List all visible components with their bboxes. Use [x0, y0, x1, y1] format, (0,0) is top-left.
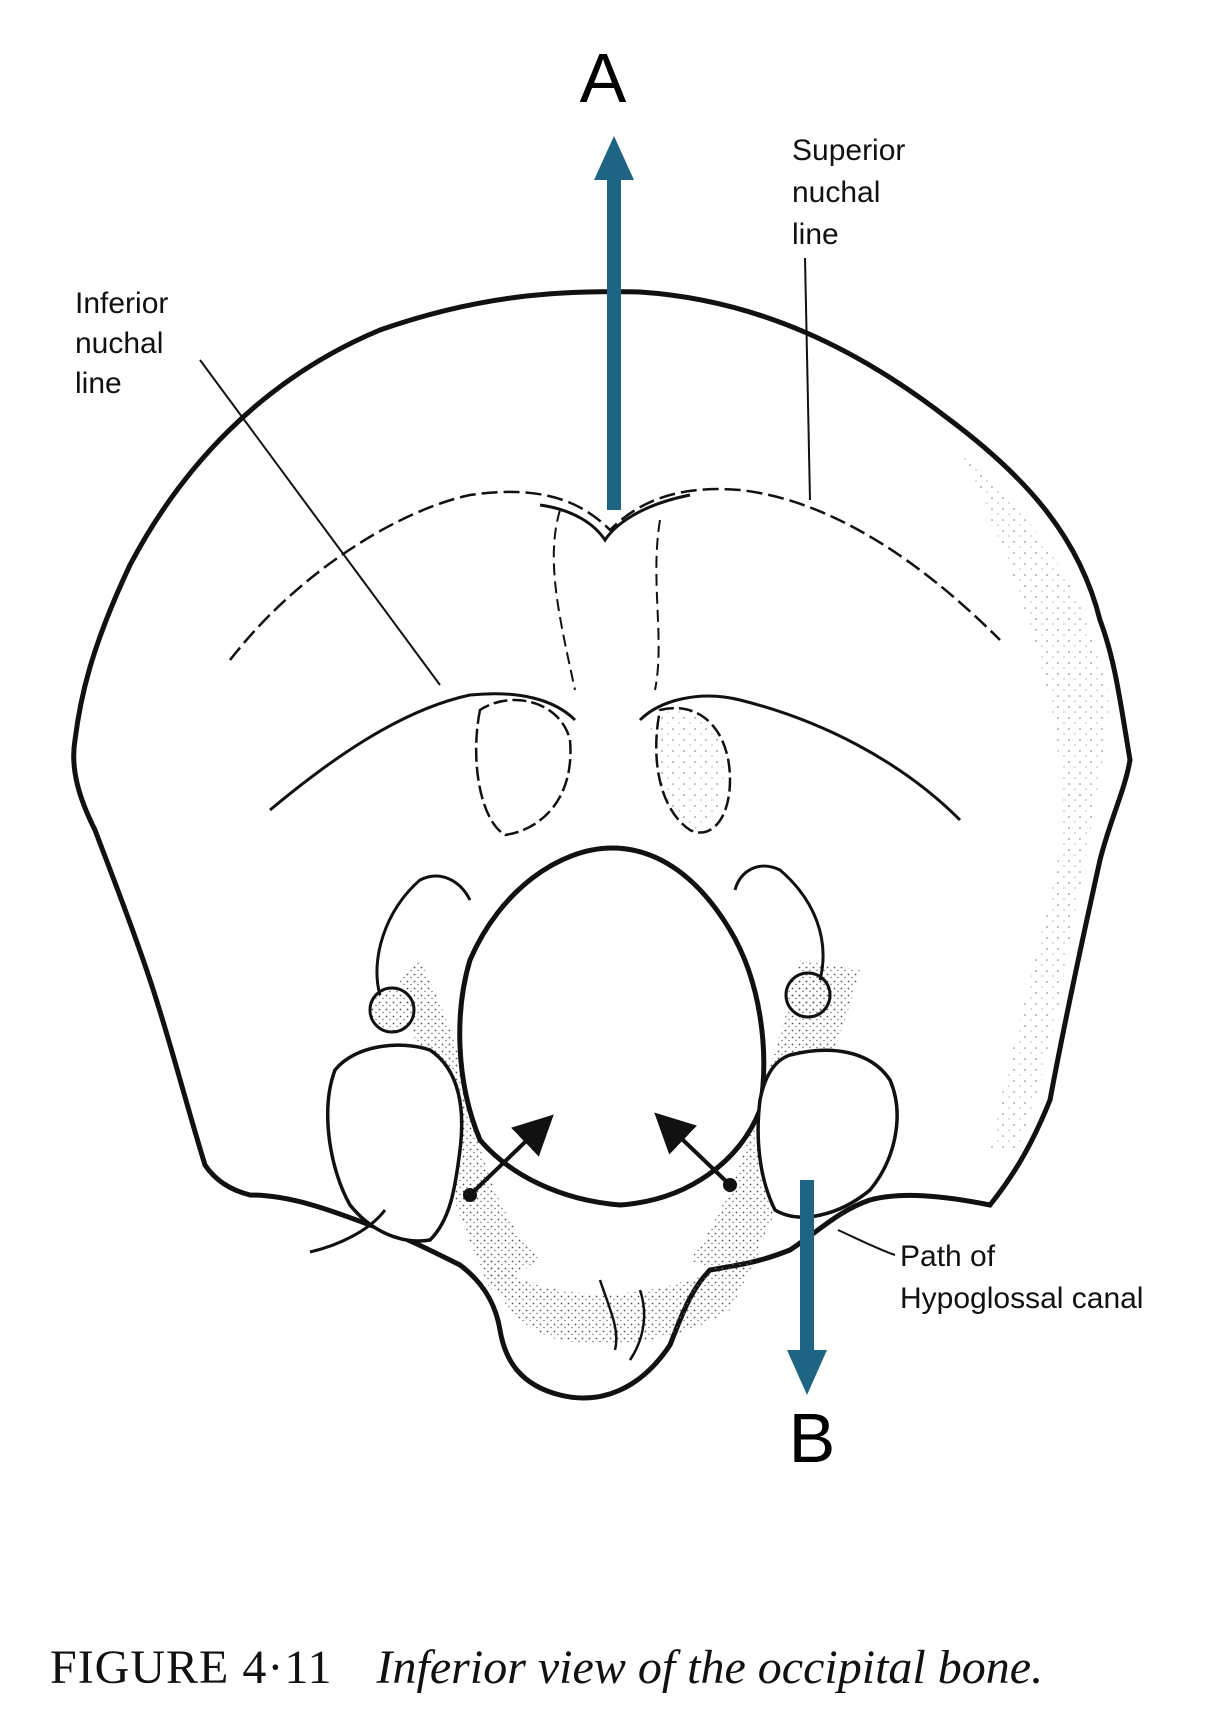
condyle-right	[756, 1048, 899, 1219]
superior-nuchal-label-1: Superior	[792, 134, 905, 167]
inferior-nuchal-label-1: Inferior	[75, 287, 168, 320]
fossa-left	[474, 698, 572, 837]
superior-nuchal-label-3: line	[792, 218, 839, 251]
figure-description: Inferior view of the occipital bone.	[376, 1641, 1044, 1694]
hypoglossal-arrow-left	[468, 1114, 554, 1197]
hypoglossal-opening-left	[463, 1188, 477, 1202]
hypoglossal-leader	[837, 1229, 896, 1256]
basilar-shading	[480, 1250, 760, 1344]
figure-number: FIGURE 4·11	[50, 1641, 333, 1694]
jugular-tubercle-right	[784, 971, 832, 1019]
superior-nuchal-line-curve	[229, 487, 1001, 661]
hypoglossal-label-2: Hypoglossal canal	[900, 1282, 1143, 1315]
superior-nuchal-label-2: nuchal	[792, 176, 880, 209]
jugular-tubercle-left	[368, 986, 416, 1034]
label-a: A	[580, 39, 627, 117]
label-b: B	[789, 1399, 836, 1477]
condylar-fossa-right	[733, 864, 825, 981]
external-occipital-protuberance	[539, 493, 691, 543]
condylar-fossa-left	[375, 874, 472, 996]
inferior-nuchal-leader	[199, 359, 441, 686]
hypoglossal-arrow-right	[654, 1112, 732, 1187]
superior-nuchal-leader	[804, 257, 811, 501]
hypoglossal-opening-right	[723, 1178, 737, 1192]
figure-caption: FIGURE 4·11 Inferior view of the occipita…	[50, 1640, 1220, 1695]
arrow-b-head	[787, 1350, 827, 1395]
inferior-nuchal-line-right	[638, 694, 962, 822]
condyle-shading-left	[400, 960, 540, 1290]
inferior-nuchal-label-2: nuchal	[75, 327, 163, 360]
hypoglossal-label-1: Path of	[900, 1240, 996, 1273]
arrow-b-shaft	[800, 1180, 814, 1355]
fossa-shading-right	[650, 709, 724, 830]
inferior-nuchal-label-3: line	[75, 367, 122, 400]
basilar-part-detail	[598, 1279, 646, 1361]
foramen-magnum	[457, 845, 767, 1208]
arrow-a-head	[594, 136, 634, 180]
arrow-a-shaft	[607, 178, 621, 510]
left-tail-line	[309, 1209, 387, 1254]
fossa-right	[655, 706, 732, 834]
condyle-left	[326, 1043, 464, 1243]
inferior-nuchal-line-left	[269, 692, 577, 812]
bone-outline	[71, 289, 1133, 1401]
external-occipital-crest	[552, 509, 661, 691]
lateral-shading-right	[960, 450, 1110, 1150]
